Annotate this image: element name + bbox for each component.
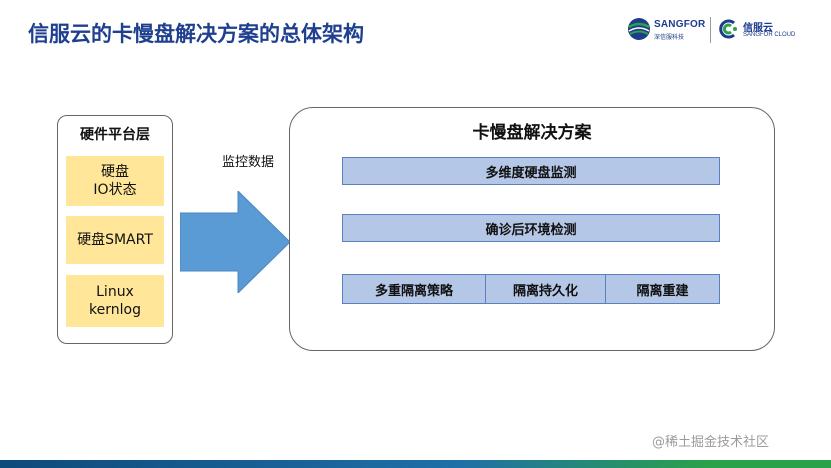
cloud-logo-icon [719, 19, 737, 39]
solution-box: 卡慢盘解决方案 多维度硬盘监测 确诊后环境检测 多重隔离策略 隔离持久化 隔离重… [289, 107, 775, 351]
cloud-sub-text: SANGFOR CLOUD [743, 32, 796, 38]
sangfor-globe-icon [628, 18, 650, 40]
hw-item-disk-io: 硬盘 IO状态 [66, 156, 164, 206]
flow-arrow-icon [180, 191, 291, 293]
solution-title: 卡慢盘解决方案 [472, 123, 592, 143]
multi-isolation-strategy-cell: 多重隔离策略 [374, 283, 453, 299]
monitor-data-label: 监控数据 [222, 155, 275, 170]
hardware-layer-box: 硬件平台层 硬盘 IO状态 硬盘SMART Linux kernlog [57, 115, 173, 344]
multi-dimension-disk-monitoring-bar: 多维度硬盘监测 [342, 157, 720, 185]
hw-item-linux-kernlog: Linux kernlog [66, 275, 164, 327]
post-diagnosis-env-check-bar: 确诊后环境检测 [342, 214, 720, 242]
slide-title: 信服云的卡慢盘解决方案的总体架构 [28, 22, 364, 46]
cloud-brand-text: 信服云 [743, 23, 773, 34]
isolation-bar: 多重隔离策略 隔离持久化 隔离重建 [342, 274, 720, 304]
bottom-color-band [0, 460, 831, 468]
hw-item-line: Linux [96, 284, 134, 300]
hw-item-line: IO状态 [93, 182, 137, 198]
logo-divider [710, 17, 711, 43]
hw-item-line: kernlog [89, 302, 141, 318]
watermark: @稀土掘金技术社区 [652, 435, 770, 450]
isolation-rebuild-cell: 隔离重建 [605, 275, 719, 303]
hw-item-line: 硬盘 [101, 164, 129, 180]
sangfor-logo: SANGFOR 深信服科技 [627, 17, 707, 43]
sangfor-brand-text: SANGFOR [654, 19, 706, 30]
hardware-layer-title: 硬件平台层 [80, 127, 150, 143]
hw-item-disk-smart: 硬盘SMART [66, 216, 164, 264]
sangfor-cloud-logo: 信服云 SANGFOR CLOUD [716, 17, 816, 43]
sangfor-sub-text: 深信服科技 [654, 34, 685, 41]
isolation-persistence-cell: 隔离持久化 [485, 275, 605, 303]
hw-item-line: 硬盘SMART [77, 232, 153, 248]
